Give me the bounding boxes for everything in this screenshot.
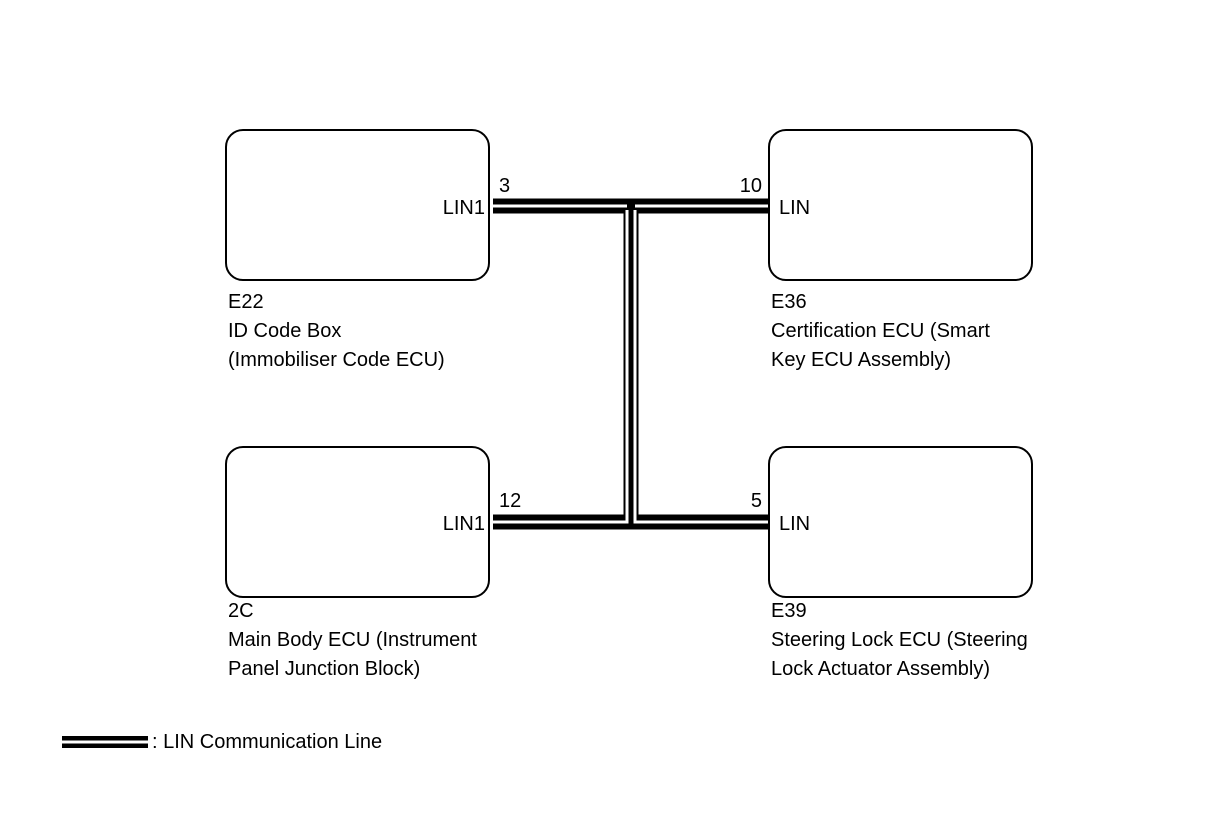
ecu-name-line: Key ECU Assembly) (771, 349, 952, 371)
caption-certification-ecu: E36 Certification ECU (Smart Key ECU Ass… (771, 288, 990, 375)
pin-label-certification-ecu: LIN (779, 197, 811, 219)
caption-main-body-ecu: 2C Main Body ECU (Instrument Panel Junct… (228, 597, 477, 684)
caption-id-code-box: E22 ID Code Box (Immobiliser Code ECU) (228, 288, 445, 375)
lin-wire-inner (493, 204, 768, 524)
connector-code: E36 (771, 291, 807, 313)
ecu-name-line: Panel Junction Block) (228, 658, 421, 680)
connector-code: 2C (228, 600, 254, 622)
ecu-box-steering-lock-ecu (768, 446, 1033, 598)
ecu-box-certification-ecu (768, 129, 1033, 281)
lin-line-legend-swatch (62, 736, 148, 748)
ecu-box-id-code-box (225, 129, 490, 281)
pin-label-main-body-ecu: LIN1 (442, 513, 485, 535)
pin-label-id-code-box: LIN1 (442, 197, 485, 219)
ecu-name-line: Main Body ECU (Instrument (228, 629, 477, 651)
pin-number-id-code-box: 3 (499, 175, 511, 197)
connector-code: E22 (228, 291, 264, 313)
pin-number-certification-ecu: 10 (739, 175, 762, 197)
ecu-name-line: Steering Lock ECU (Steering (771, 629, 1028, 651)
ecu-name-line: Lock Actuator Assembly) (771, 658, 990, 680)
pin-number-main-body-ecu: 12 (499, 490, 522, 512)
pin-number-steering-lock-ecu: 5 (750, 490, 762, 512)
ecu-name-line: (Immobiliser Code ECU) (228, 349, 445, 371)
connector-code: E39 (771, 600, 807, 622)
ecu-name-line: ID Code Box (228, 320, 342, 342)
ecu-name-line: Certification ECU (Smart (771, 320, 990, 342)
caption-steering-lock-ecu: E39 Steering Lock ECU (Steering Lock Act… (771, 597, 1028, 684)
pin-label-steering-lock-ecu: LIN (779, 513, 811, 535)
ecu-box-main-body-ecu (225, 446, 490, 598)
lin-wire-outer (493, 198, 768, 530)
legend-label: : LIN Communication Line (152, 731, 383, 753)
